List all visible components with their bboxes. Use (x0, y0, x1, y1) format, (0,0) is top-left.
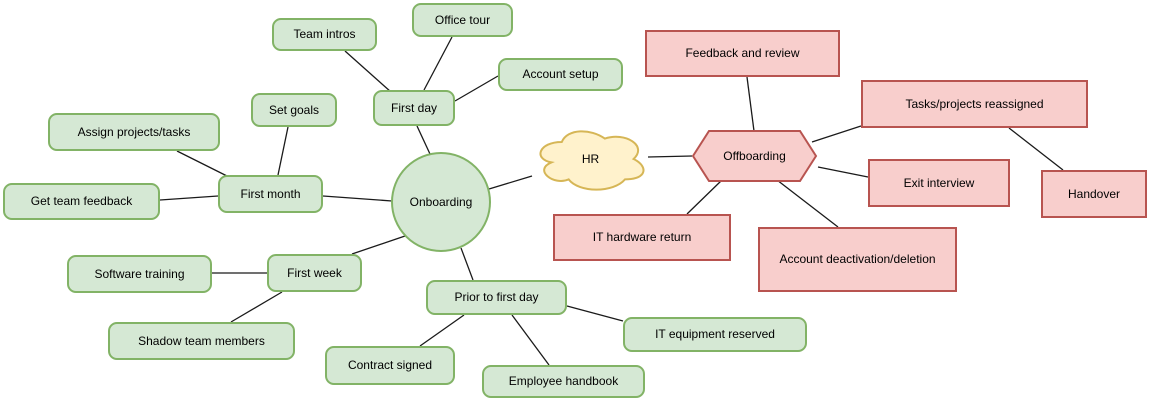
node-label: Feedback and review (685, 46, 800, 61)
cloud-icon (539, 130, 645, 191)
node-label: Handover (1067, 186, 1121, 201)
node-label: First week (287, 265, 342, 280)
edge-tasks-reassigned-handover (1008, 127, 1064, 171)
node-exit-interview[interactable]: Exit interview (868, 159, 1010, 207)
edge-onboarding-hr (488, 175, 533, 190)
node-label: Account deactivation/deletion (779, 252, 936, 267)
node-label: Tasks/projects reassigned (905, 96, 1044, 111)
edge-first-month-onboarding (322, 195, 393, 202)
edge-shadow-team-first-week (230, 291, 283, 323)
node-label: Team intros (293, 27, 356, 42)
node-handover[interactable]: Handover (1041, 170, 1147, 218)
edge-prior-contract-signed (419, 314, 465, 347)
edge-team-intros-first-day (344, 50, 392, 93)
node-prior-to-first-day[interactable]: Prior to first day (426, 280, 567, 315)
node-software-training[interactable]: Software training (67, 255, 212, 293)
node-first-month[interactable]: First month (218, 175, 323, 213)
edge-get-team-feedback-first-month (159, 195, 219, 201)
hexagon-icon (691, 130, 818, 182)
node-offboarding[interactable]: Offboarding (691, 130, 818, 182)
node-label: Assign projects/tasks (77, 124, 191, 139)
edge-onboarding-prior-to-first-day (460, 247, 474, 281)
edge-offboarding-it-hardware-return (686, 179, 723, 215)
node-label: IT hardware return (592, 230, 692, 245)
edge-offboarding-exit-interview (817, 166, 869, 178)
node-it-equipment-reserved[interactable]: IT equipment reserved (623, 317, 807, 352)
node-label: Prior to first day (454, 290, 539, 305)
edge-hr-offboarding (647, 155, 693, 158)
node-label: Employee handbook (508, 374, 619, 389)
edge-offboarding-tasks-reassigned (811, 125, 862, 143)
node-label: Software training (94, 266, 185, 281)
node-shadow-team-members[interactable]: Shadow team members (108, 322, 295, 360)
edge-assign-projects-first-month (176, 150, 228, 177)
node-label: Office tour (434, 12, 491, 27)
edge-first-week-onboarding (351, 235, 406, 255)
node-contract-signed[interactable]: Contract signed (325, 346, 455, 385)
node-label: Exit interview (903, 175, 975, 190)
node-label: Offboarding (723, 148, 786, 163)
node-label: Set goals (268, 102, 320, 117)
edge-offboarding-account-deactivation (776, 179, 839, 228)
node-feedback-and-review[interactable]: Feedback and review (645, 30, 840, 77)
edge-prior-it-equipment (566, 305, 624, 322)
node-hr[interactable]: HR (533, 125, 648, 193)
node-tasks-projects-reassigned[interactable]: Tasks/projects reassigned (861, 80, 1088, 128)
node-label: Account setup (522, 67, 599, 82)
node-first-day[interactable]: First day (373, 90, 455, 126)
node-set-goals[interactable]: Set goals (251, 93, 337, 127)
node-label: First day (390, 100, 437, 115)
node-label: HR (581, 151, 600, 166)
edge-set-goals-first-month (277, 126, 289, 176)
node-onboarding[interactable]: Onboarding (391, 152, 491, 252)
node-label: Contract signed (347, 358, 433, 373)
node-label: Shadow team members (138, 333, 265, 348)
node-first-week[interactable]: First week (267, 254, 362, 292)
node-it-hardware-return[interactable]: IT hardware return (553, 214, 731, 261)
node-label: Get team feedback (30, 194, 133, 209)
node-account-setup[interactable]: Account setup (498, 58, 623, 91)
node-account-deactivation-deletion[interactable]: Account deactivation/deletion (758, 227, 957, 292)
node-employee-handbook[interactable]: Employee handbook (482, 365, 645, 398)
node-get-team-feedback[interactable]: Get team feedback (3, 183, 160, 220)
node-label: IT equipment reserved (655, 327, 775, 342)
node-team-intros[interactable]: Team intros (272, 18, 377, 51)
edge-offboarding-feedback-review (746, 76, 755, 132)
node-label: First month (240, 186, 301, 201)
edge-account-setup-first-day (454, 75, 499, 102)
edge-prior-employee-handbook (511, 314, 550, 366)
node-office-tour[interactable]: Office tour (412, 3, 513, 37)
node-label: Onboarding (409, 194, 473, 209)
edge-office-tour-first-day (423, 36, 453, 91)
node-assign-projects-tasks[interactable]: Assign projects/tasks (48, 113, 220, 151)
edge-first-day-onboarding (416, 125, 431, 155)
